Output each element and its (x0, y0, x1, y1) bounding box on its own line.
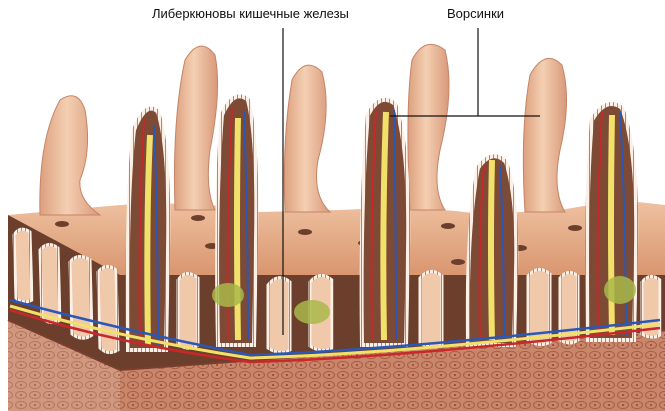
villus-5 (587, 104, 636, 340)
villus-3 (362, 100, 409, 345)
villus-1 (128, 109, 169, 350)
crypts-label: Либеркюновы кишечные железы (152, 6, 349, 21)
mucosa-surface (8, 200, 665, 275)
villi-label: Ворсинки (447, 6, 504, 21)
villus-2 (217, 96, 256, 345)
villus-4 (468, 156, 517, 345)
